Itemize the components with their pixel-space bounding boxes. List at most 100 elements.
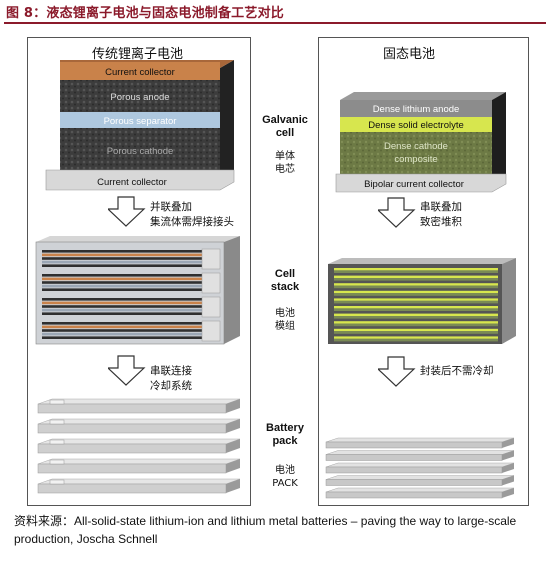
bipolar-collector — [335, 173, 507, 193]
pack-connector — [49, 419, 65, 425]
pack-plate-side — [502, 488, 514, 498]
pack-module-front — [37, 403, 227, 414]
pack-plate-front — [325, 466, 503, 474]
stack-sheet — [42, 329, 202, 332]
battery-pack-zh: 电池 PACK — [252, 464, 318, 490]
stack-electrolyte-layer — [334, 306, 498, 309]
dense-cathode — [340, 132, 492, 174]
right-arrow-1 — [378, 197, 416, 228]
pack-plate-front — [325, 491, 503, 499]
stack-sheet — [42, 332, 202, 336]
galvanic-zh-line2: 电芯 — [275, 164, 295, 175]
stack-label-line1: Cell — [274, 268, 296, 280]
pack-label-line2: pack — [272, 435, 298, 447]
stack-electrolyte-layer — [334, 290, 498, 294]
stack-electrolyte-layer — [334, 313, 498, 316]
pack-plate-side — [502, 463, 514, 473]
pack-module-top — [37, 458, 241, 465]
stack-sheet — [42, 277, 202, 281]
bottom-collector-label: Current collector — [97, 177, 167, 188]
stack-sheet — [42, 325, 202, 329]
figure-title: 图 8：液态锂离子电池与固态电池制备工艺对比 — [6, 6, 284, 21]
stack-sheet — [42, 301, 202, 305]
left-panel-title: 传统锂离子电池 — [92, 47, 184, 62]
pack-plate-top — [325, 450, 515, 455]
right-step2-line1: 封装后不需冷却 — [420, 365, 494, 377]
stack-zh-line2: 模组 — [275, 321, 295, 332]
stack-tab — [201, 248, 221, 270]
stack-sheet — [42, 322, 202, 325]
pack-module-top — [37, 438, 241, 445]
left-step1-line1: 并联叠加 — [150, 201, 192, 213]
pack-zh-line1: 电池 — [275, 465, 295, 476]
right-bottom-label: Bipolar current collector — [364, 179, 464, 190]
stack-cathode-layer — [334, 300, 498, 304]
pack-module-side — [226, 419, 240, 433]
pack-module-side — [226, 399, 240, 413]
stack-electrolyte-layer — [334, 321, 498, 324]
pack-module-front — [37, 463, 227, 474]
stack-sheet — [42, 264, 202, 267]
cathode-label: Porous cathode — [107, 146, 174, 157]
pack-zh-line2: PACK — [272, 478, 298, 489]
right-battery-pack — [325, 437, 515, 499]
right-panel-title: 固态电池 — [383, 47, 436, 62]
stack-sheet — [42, 288, 202, 291]
source-note: 资料来源：All-solid-state lithium-ion and lit… — [14, 514, 517, 546]
right-anode-label: Dense lithium anode — [373, 104, 460, 115]
left-step2-line1: 串联连接 — [150, 365, 192, 377]
stack-sheet — [42, 260, 202, 264]
pack-plate-top — [325, 437, 515, 443]
pack-plate-top — [325, 475, 515, 480]
porous-cathode — [60, 128, 220, 170]
down-arrow-icon — [108, 355, 146, 386]
stack-cathode-layer — [334, 323, 498, 327]
stack-cathode-layer — [334, 285, 498, 289]
pack-plate-top — [325, 462, 515, 468]
stack-sheet — [42, 308, 202, 312]
right-stack-top-face — [328, 258, 516, 264]
right-arrow-2 — [378, 356, 416, 387]
cell-side-face — [220, 60, 234, 188]
stack-label-line2: stack — [270, 281, 300, 293]
pack-plate-side — [502, 450, 514, 461]
stack-zh-line1: 电池 — [275, 308, 295, 319]
right-cell-top-face — [340, 92, 506, 100]
stack-electrolyte-layer — [334, 283, 498, 286]
title-rule — [4, 22, 546, 24]
pack-plate-top — [325, 487, 515, 493]
stack-sheet — [42, 284, 202, 288]
pack-connector — [49, 439, 65, 445]
right-step1-line1: 串联叠加 — [420, 201, 462, 213]
pack-module-side — [226, 459, 240, 473]
stack-tab — [201, 272, 221, 294]
pack-module-top — [37, 478, 241, 485]
right-step1-line2: 致密堆积 — [420, 216, 462, 228]
down-arrow-icon — [108, 196, 146, 227]
right-cell-stack — [328, 258, 516, 344]
pack-module-front — [37, 423, 227, 434]
left-cell-stack — [35, 236, 240, 345]
pack-module-front — [37, 483, 227, 494]
copper-collector — [60, 62, 220, 80]
stack-tab — [201, 320, 221, 342]
left-step1-line2: 集流体需焊接接头 — [150, 216, 234, 228]
stack-cathode-layer — [334, 338, 498, 342]
pack-plate-front — [325, 479, 503, 486]
porous-separator — [60, 112, 220, 128]
pack-module-top — [37, 398, 241, 405]
down-arrow-icon — [378, 356, 416, 387]
right-galvanic-cell: Dense lithium anode Dense solid electrol… — [335, 92, 507, 193]
left-step2-line2: 冷却系统 — [150, 380, 192, 392]
left-galvanic-cell: Current collector Porous anode Porous se… — [45, 60, 235, 191]
right-stack-side-face — [502, 258, 516, 344]
stack-sheet — [42, 253, 202, 257]
right-electrolyte-label: Dense solid electrolyte — [368, 120, 464, 131]
pack-connector — [49, 459, 65, 465]
stack-sheet — [42, 274, 202, 277]
stack-electrolyte-layer — [334, 268, 498, 271]
stack-sheet — [42, 336, 202, 339]
left-battery-pack — [37, 398, 241, 494]
stack-sheet — [42, 312, 202, 315]
stack-electrolyte-layer — [334, 328, 498, 332]
